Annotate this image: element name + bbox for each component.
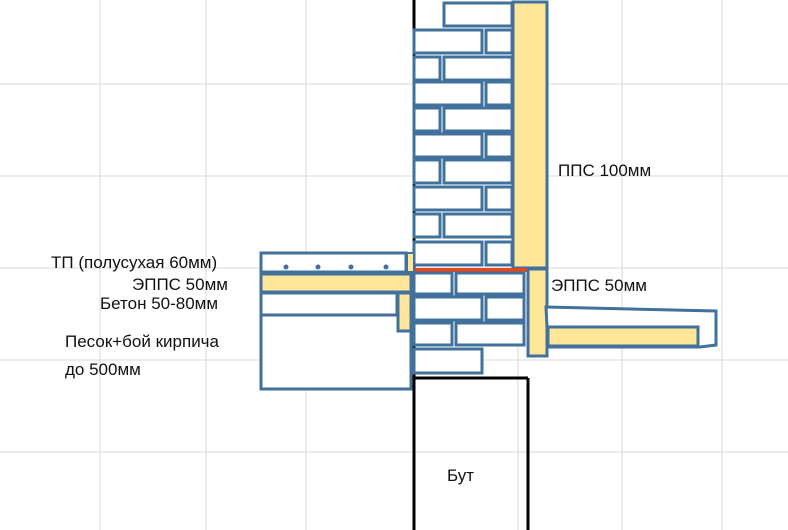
label-pps-100: ППС 100мм: [558, 161, 651, 180]
label-beton: Бетон 50-80мм: [100, 294, 218, 313]
epps-right-horizontal-insulation: [546, 325, 700, 348]
epps-right-vertical-insulation: [526, 267, 549, 358]
screed-reinforcement-dots: [283, 264, 389, 270]
label-epps-right: ЭППС 50мм: [551, 276, 647, 295]
label-epps-left: ЭППС 50мм: [132, 275, 228, 294]
label-but: Бут: [447, 466, 474, 485]
label-pesok-line2: до 500мм: [65, 360, 141, 379]
sand-brick-fill: [259, 313, 413, 391]
edge-insulation-top: [406, 252, 415, 273]
screed-tp-layer: [259, 251, 408, 274]
brick-wall-lower: [412, 271, 526, 375]
epps-left-insulation: [259, 272, 413, 294]
edge-insulation-strip: [396, 291, 413, 333]
pps-100-insulation: [511, 0, 549, 270]
concrete-layer: [259, 291, 399, 317]
label-tp: ТП (полусухая 60мм): [51, 253, 217, 272]
label-pesok-line1: Песок+бой кирпича: [65, 332, 220, 351]
brick-wall-upper: [412, 1, 514, 267]
